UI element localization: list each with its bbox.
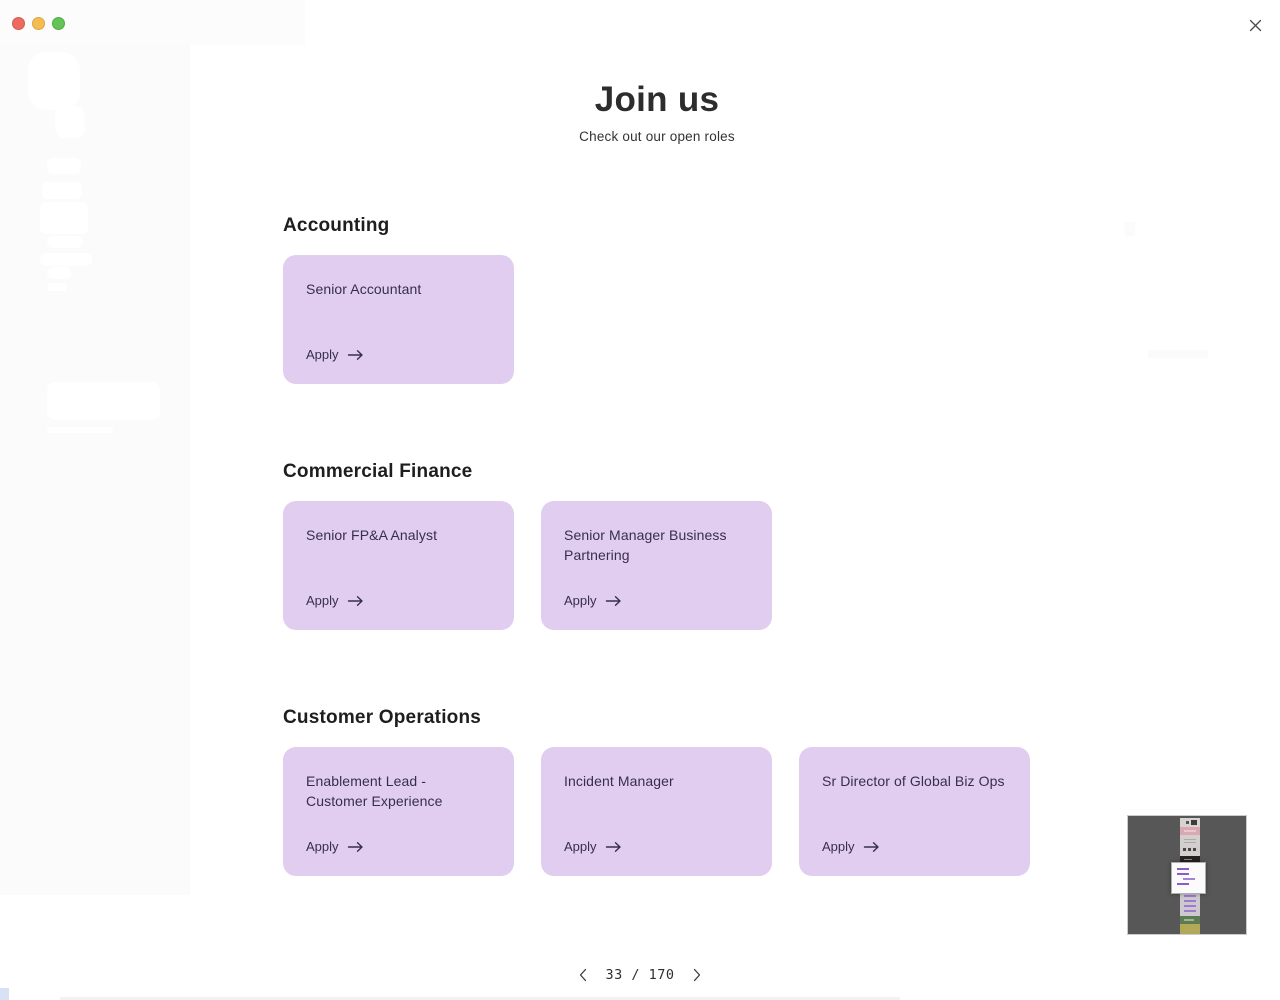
job-title: Senior Manager Business Partnering	[564, 527, 727, 563]
job-title: Incident Manager	[564, 773, 674, 789]
window-minimize-button[interactable]	[32, 17, 45, 30]
pagination: 33 / 170	[567, 959, 713, 991]
window-close-button[interactable]	[12, 17, 25, 30]
apply-label: Apply	[564, 593, 597, 608]
job-card[interactable]: Senior FP&A Analyst Apply	[283, 501, 514, 630]
dimmed-sidebar-strip	[47, 427, 113, 433]
page-subtitle: Check out our open roles	[579, 129, 735, 144]
minimap-viewport[interactable]	[1171, 862, 1206, 894]
dimmed-logo-shape	[28, 52, 80, 110]
dimmed-menu-row	[47, 158, 81, 174]
page-minimap[interactable]	[1127, 815, 1247, 935]
minimap-light-segment	[1180, 852, 1200, 856]
careers-header: Join us Check out our open roles	[283, 80, 1031, 144]
apply-link[interactable]: Apply	[564, 839, 623, 854]
apply-label: Apply	[306, 347, 339, 362]
job-cards-row: Senior Accountant Apply	[283, 255, 1031, 384]
job-title: Enablement Lead - Customer Experience	[306, 773, 443, 809]
apply-link[interactable]: Apply	[822, 839, 881, 854]
chevron-left-icon	[577, 967, 589, 983]
dimmed-menu-row	[40, 253, 92, 266]
minimap-text-segment	[1180, 892, 1200, 916]
job-sections: Accounting Senior Accountant Apply Comme…	[283, 214, 1031, 952]
window-zoom-button[interactable]	[52, 17, 65, 30]
job-card[interactable]: Senior Accountant Apply	[283, 255, 514, 384]
apply-link[interactable]: Apply	[306, 839, 365, 854]
arrow-right-icon	[347, 595, 365, 607]
minimap-dots-segment	[1180, 847, 1200, 852]
job-cards-row: Enablement Lead - Customer Experience Ap…	[283, 747, 1031, 876]
apply-link[interactable]: Apply	[306, 593, 365, 608]
job-section: Accounting Senior Accountant Apply	[283, 214, 1031, 384]
apply-link[interactable]: Apply	[306, 347, 365, 362]
next-page-button[interactable]	[681, 959, 713, 991]
job-title: Senior FP&A Analyst	[306, 527, 438, 543]
minimap-green-segment	[1180, 916, 1200, 924]
job-title: Sr Director of Global Biz Ops	[822, 773, 1005, 789]
dimmed-menu-row	[42, 182, 82, 199]
job-title: Senior Accountant	[306, 281, 422, 297]
window-controls	[12, 17, 65, 30]
job-card[interactable]: Senior Manager Business Partnering Apply	[541, 501, 772, 630]
minimap-olive-segment	[1180, 924, 1200, 934]
close-icon	[1248, 18, 1263, 33]
dimmed-logo-shape	[55, 106, 85, 138]
minimap-pink-segment	[1180, 827, 1200, 835]
dimmed-blue-corner	[0, 988, 9, 1000]
dimmed-menu-row	[47, 236, 83, 248]
job-card[interactable]: Sr Director of Global Biz Ops Apply	[799, 747, 1030, 876]
arrow-right-icon	[347, 841, 365, 853]
apply-label: Apply	[822, 839, 855, 854]
job-cards-row: Senior FP&A Analyst Apply Senior Manager…	[283, 501, 1031, 630]
dimmed-menu-row	[47, 267, 71, 279]
dimmed-shape	[1148, 350, 1208, 358]
job-section: Commercial Finance Senior FP&A Analyst A…	[283, 460, 1031, 630]
arrow-right-icon	[863, 841, 881, 853]
minimap-light-segment	[1180, 835, 1200, 847]
arrow-right-icon	[347, 349, 365, 361]
dimmed-sidebar-pill	[47, 382, 160, 420]
dimmed-menu-row	[47, 283, 67, 291]
minimap-dark-segment	[1180, 856, 1200, 863]
page-title: Join us	[594, 80, 720, 119]
dimmed-menu-row	[40, 202, 88, 234]
section-title: Accounting	[283, 215, 390, 236]
job-card[interactable]: Enablement Lead - Customer Experience Ap…	[283, 747, 514, 876]
prev-page-button[interactable]	[567, 959, 599, 991]
minimap-header-segment	[1180, 818, 1200, 827]
section-title: Customer Operations	[283, 707, 482, 728]
dimmed-shape	[1125, 222, 1135, 236]
dimmed-sidebar-region	[0, 0, 190, 895]
apply-label: Apply	[564, 839, 597, 854]
job-section: Customer Operations Enablement Lead - Cu…	[283, 706, 1031, 876]
apply-link[interactable]: Apply	[564, 593, 623, 608]
apply-label: Apply	[306, 839, 339, 854]
page-count: 33 / 170	[605, 967, 675, 983]
chevron-right-icon	[691, 967, 703, 983]
section-title: Commercial Finance	[283, 461, 473, 482]
close-overlay-button[interactable]	[1246, 16, 1264, 34]
arrow-right-icon	[605, 841, 623, 853]
apply-label: Apply	[306, 593, 339, 608]
arrow-right-icon	[605, 595, 623, 607]
job-card[interactable]: Incident Manager Apply	[541, 747, 772, 876]
